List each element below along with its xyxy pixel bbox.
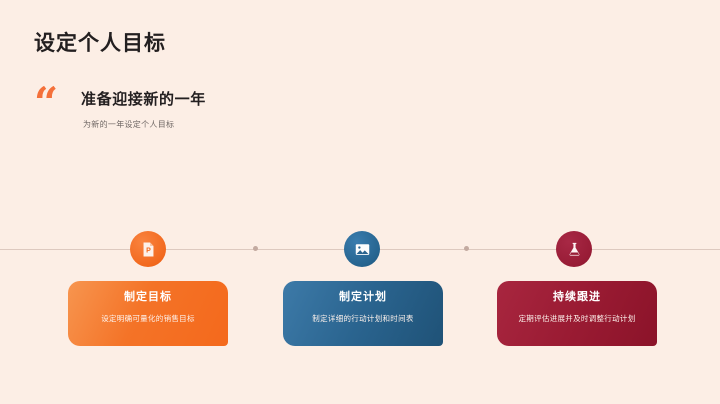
- step-card-3[interactable]: 持续跟进 定期评估进展并及时调整行动计划: [497, 281, 657, 346]
- step-card-description: 制定详细的行动计划和时间表: [312, 314, 414, 323]
- page-title: 设定个人目标: [34, 32, 166, 55]
- step-icon-flask[interactable]: [556, 231, 592, 267]
- svg-text:P: P: [146, 246, 151, 254]
- quote-mark-icon: “: [34, 78, 58, 127]
- step-card-1[interactable]: 制定目标 设定明确可量化的销售目标: [68, 281, 228, 346]
- step-icon-image-picture[interactable]: [344, 231, 380, 267]
- step-card-description: 设定明确可量化的销售目标: [101, 314, 195, 323]
- image-picture-icon: [355, 243, 369, 255]
- presentation-document-icon: P: [143, 242, 153, 256]
- timeline-connector-dot: [464, 246, 469, 251]
- quote-heading: 准备迎接新的一年: [81, 91, 206, 108]
- step-card-title: 持续跟进: [553, 291, 601, 303]
- step-icon-presentation-document[interactable]: P: [130, 231, 166, 267]
- step-card-title: 制定目标: [124, 291, 172, 303]
- quote-subtitle: 为新的一年设定个人目标: [83, 120, 175, 129]
- quote-block: “ 准备迎接新的一年 为新的一年设定个人目标: [34, 78, 454, 152]
- step-card-2[interactable]: 制定计划 制定详细的行动计划和时间表: [283, 281, 443, 346]
- flask-icon: [569, 242, 579, 256]
- step-card-description: 定期评估进展并及时调整行动计划: [518, 314, 636, 323]
- timeline-connector-dot: [253, 246, 258, 251]
- step-card-title: 制定计划: [339, 291, 387, 303]
